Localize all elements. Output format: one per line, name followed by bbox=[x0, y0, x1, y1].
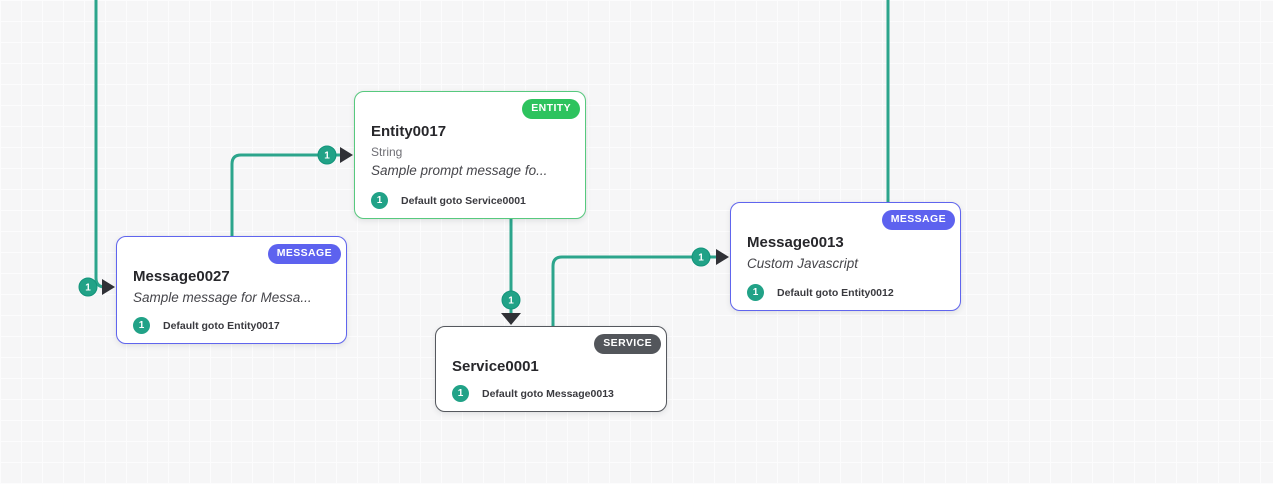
edge-line[interactable] bbox=[94, 0, 106, 289]
transition-label: Default goto Entity0017 bbox=[163, 319, 280, 332]
transition-row[interactable]: 1 Default goto Message0013 bbox=[452, 385, 614, 402]
node-message0013[interactable]: MESSAGE Message0013 Custom Javascript 1 … bbox=[730, 202, 961, 311]
edge-order-badge-label: 1 bbox=[698, 253, 704, 264]
edge-line[interactable] bbox=[551, 255, 717, 326]
transition-label: Default goto Service0001 bbox=[401, 194, 526, 207]
node-description: Sample message for Messa... bbox=[133, 290, 312, 305]
node-title: Message0013 bbox=[747, 234, 844, 251]
edge-order-badge bbox=[501, 290, 521, 310]
edge-order-badge-label: 1 bbox=[324, 151, 330, 162]
node-type-badge: SERVICE bbox=[594, 334, 661, 354]
node-subtitle: String bbox=[371, 145, 403, 159]
node-type-badge: ENTITY bbox=[522, 99, 580, 119]
edge-incoming-to-message0027[interactable]: 1 bbox=[78, 0, 115, 297]
node-entity0017[interactable]: ENTITY Entity0017 String Sample prompt m… bbox=[354, 91, 586, 219]
transition-row[interactable]: 1 Default goto Entity0017 bbox=[133, 317, 280, 334]
edge-arrowhead-icon bbox=[716, 249, 729, 265]
node-title: Service0001 bbox=[452, 358, 539, 375]
node-message0027[interactable]: MESSAGE Message0027 Sample message for M… bbox=[116, 236, 347, 344]
node-type-badge: MESSAGE bbox=[267, 244, 341, 264]
transition-label: Default goto Message0013 bbox=[482, 387, 614, 400]
edge-message0027-to-entity0017[interactable]: 1 bbox=[230, 145, 353, 236]
edge-line[interactable] bbox=[230, 153, 340, 236]
edge-arrowhead-icon bbox=[501, 313, 521, 325]
edge-arrowhead-icon bbox=[102, 279, 115, 295]
node-description: Sample prompt message fo... bbox=[371, 163, 548, 178]
edge-arrowhead-icon bbox=[340, 147, 353, 163]
edge-entity0017-to-service0001[interactable]: 1 bbox=[501, 219, 521, 325]
transition-row[interactable]: 1 Default goto Service0001 bbox=[371, 192, 526, 209]
edge-order-badge-label: 1 bbox=[85, 283, 91, 294]
edge-service0001-to-message0013[interactable]: 1 bbox=[551, 247, 729, 326]
transition-label: Default goto Entity0012 bbox=[777, 286, 894, 299]
port-number-badge: 1 bbox=[371, 192, 388, 209]
node-title: Entity0017 bbox=[371, 123, 447, 140]
node-description: Custom Javascript bbox=[747, 256, 859, 271]
port-number-badge: 1 bbox=[747, 284, 764, 301]
edge-order-badge bbox=[691, 247, 711, 267]
edge-order-badge bbox=[78, 277, 98, 297]
edge-order-badge-label: 1 bbox=[508, 296, 514, 307]
port-number-badge: 1 bbox=[452, 385, 469, 402]
node-type-badge: MESSAGE bbox=[881, 210, 955, 230]
node-service0001[interactable]: SERVICE Service0001 1 Default goto Messa… bbox=[435, 326, 667, 412]
node-title: Message0027 bbox=[133, 268, 230, 285]
transition-row[interactable]: 1 Default goto Entity0012 bbox=[747, 284, 894, 301]
port-number-badge: 1 bbox=[133, 317, 150, 334]
edge-order-badge bbox=[317, 145, 337, 165]
